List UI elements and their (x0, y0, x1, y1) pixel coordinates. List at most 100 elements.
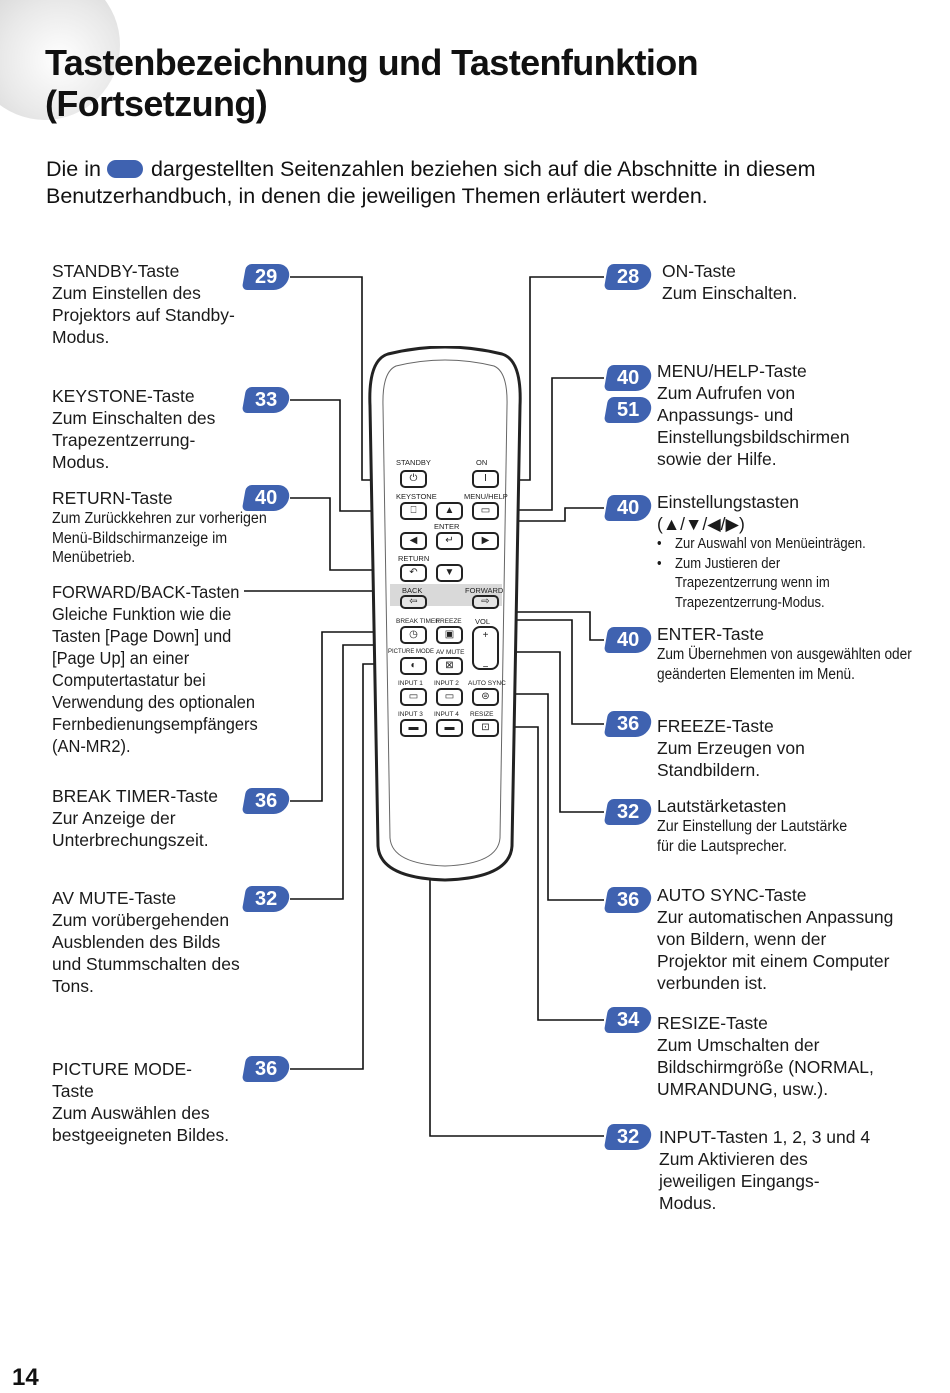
adjust-title: Einstellungstasten (657, 492, 800, 512)
line-resize (495, 726, 604, 1021)
picture-mode-key-icon[interactable]: ◐ (400, 657, 427, 675)
av-mute-callout: AV MUTE-Taste Zum vorübergehenden Ausble… (52, 887, 247, 997)
input-callout: INPUT-Tasten 1, 2, 3 und 4 Zum Aktiviere… (659, 1126, 909, 1214)
input4-key-icon[interactable]: ▬ (436, 719, 463, 737)
keystone-callout: KEYSTONE-Taste Zum Einschalten des Trape… (52, 385, 242, 473)
remote-label-standby: STANDBY (396, 458, 431, 467)
break-timer-desc: Zur Anzeige der Unterbrechungszeit. (52, 808, 209, 850)
remote-label-return: RETURN (398, 554, 430, 563)
line-volume (495, 651, 604, 813)
av-mute-desc: Zum vorübergehenden Ausblenden des Bilds… (52, 910, 240, 996)
menu-help-key-icon[interactable]: ▭ (472, 502, 499, 520)
right-arrow-key-icon[interactable]: ▶ (472, 532, 499, 550)
freeze-title: FREEZE-Taste (657, 716, 774, 736)
input1-key-icon[interactable]: ▭ (400, 688, 427, 706)
intro-after: dargestellten Seitenzahlen beziehen sich… (46, 157, 816, 208)
volume-title: Lautstärketasten (657, 796, 787, 816)
forward-back-desc: Gleiche Funktion wie die Tasten [Page Do… (52, 604, 258, 756)
remote-label-av-mute: AV MUTE (436, 649, 465, 656)
remote-label-input4: INPUT 4 (434, 711, 459, 718)
auto-sync-desc: Zur automatischen Anpassung von Bildern,… (657, 907, 894, 993)
standby-title: STANDBY-Taste (52, 261, 180, 281)
intro-before: Die in (46, 157, 101, 181)
remote-label-auto-sync: AUTO SYNC (468, 680, 506, 687)
forward-back-title: FORWARD/BACK-Tasten (52, 582, 240, 602)
picture-mode-title-2: Taste (52, 1081, 94, 1101)
remote-body (368, 346, 522, 882)
volume-desc: Zur Einstellung der Lautstärke für die L… (657, 818, 848, 855)
volume-key-icon[interactable]: +− (472, 626, 499, 673)
break-timer-key-icon[interactable]: ◷ (400, 626, 427, 644)
menu-help-title: MENU/HELP-Taste (657, 361, 807, 381)
break-timer-callout: BREAK TIMER-Taste Zur Anzeige der Unterb… (52, 785, 252, 851)
av-mute-title: AV MUTE-Taste (52, 888, 177, 908)
adjust-arrows: (▲/▼/◀/▶) (657, 514, 745, 534)
page-title: Tastenbezeichnung und Tastenfunktion (Fo… (45, 42, 699, 124)
remote-control-illustration: STANDBY ON ⏻ I KEYSTONE MENU/HELP ⎕ ▲ ▭ … (366, 346, 524, 883)
auto-sync-key-icon[interactable]: ⊜ (472, 688, 499, 706)
input-title: INPUT-Tasten 1, 2, 3 und 4 (659, 1127, 871, 1147)
adjust-callout: Einstellungstasten (▲/▼/◀/▶) Zur Auswahl… (657, 491, 917, 613)
left-arrow-key-icon[interactable]: ◀ (400, 532, 427, 550)
return-callout: RETURN-Taste Zum Zurückkehren zur vorher… (52, 487, 267, 568)
menu-help-callout: MENU/HELP-Taste Zum Aufrufen von Anpassu… (657, 360, 887, 470)
resize-key-icon[interactable]: ⊡ (472, 719, 499, 737)
remote-label-back: BACK (402, 586, 423, 595)
standby-callout: STANDBY-Taste Zum Einstellen des Projekt… (52, 260, 242, 348)
av-mute-key-icon[interactable]: ⊠ (436, 657, 463, 675)
input-desc: Zum Aktivieren des jeweiligen Eingangs-M… (659, 1149, 820, 1213)
return-desc: Zum Zurückkehren zur vorherigen Menü-Bil… (52, 510, 267, 566)
line-auto-sync (495, 693, 604, 901)
remote-label-enter: ENTER (434, 522, 460, 531)
remote-label-input1: INPUT 1 (398, 680, 423, 687)
keystone-desc: Zum Einschalten des Trapezentzerrung-Mod… (52, 408, 216, 472)
forward-back-callout: FORWARD/BACK-Tasten Gleiche Funktion wie… (52, 581, 270, 757)
remote-label-vol: VOL (475, 617, 491, 626)
remote-label-on: ON (476, 458, 488, 467)
forward-key-icon[interactable]: ⇨ (472, 595, 499, 609)
remote-label-break-timer: BREAK TIMER (396, 618, 440, 625)
on-key-icon[interactable]: I (472, 470, 499, 488)
freeze-callout: FREEZE-Taste Zum Erzeugen von Standbilde… (657, 715, 857, 781)
up-arrow-key-icon[interactable]: ▲ (436, 502, 463, 520)
remote-label-menu-help: MENU/HELP (464, 492, 508, 501)
remote-label-input2: INPUT 2 (434, 680, 459, 687)
resize-callout: RESIZE-Taste Zum Umschalten der Bildschi… (657, 1012, 907, 1100)
on-desc: Zum Einschalten. (662, 283, 798, 303)
standby-key-icon[interactable]: ⏻ (400, 470, 427, 488)
title-line-1: Tastenbezeichnung und Tastenfunktion (45, 42, 699, 83)
input3-key-icon[interactable]: ▬ (400, 719, 427, 737)
remote-label-picture-mode: PICTURE MODE (388, 649, 435, 655)
adjust-bullet-1: Zur Auswahl von Menüeinträgen. (657, 535, 900, 555)
keystone-key-icon[interactable]: ⎕ (400, 502, 427, 520)
standby-desc: Zum Einstellen des Projektors auf Standb… (52, 283, 235, 347)
line-break-timer (290, 631, 404, 802)
down-arrow-key-icon[interactable]: ▼ (436, 564, 463, 582)
page-ref-marker-icon (106, 160, 143, 178)
page-number: 14 (12, 1364, 39, 1391)
freeze-key-icon[interactable]: ▣ (436, 626, 463, 644)
keystone-title: KEYSTONE-Taste (52, 386, 195, 406)
back-key-icon[interactable]: ⇦ (400, 595, 427, 609)
input2-key-icon[interactable]: ▭ (436, 688, 463, 706)
return-title: RETURN-Taste (52, 488, 173, 508)
title-line-2: (Fortsetzung) (45, 83, 268, 124)
adjust-bullet-2: Zum Justieren der Trapezentzerrung wenn … (657, 555, 855, 614)
enter-desc: Zum Übernehmen von ausgewählten oder geä… (657, 646, 912, 683)
remote-label-input3: INPUT 3 (398, 711, 423, 718)
on-title: ON-Taste (662, 261, 736, 281)
enter-callout: ENTER-Taste Zum Übernehmen von ausgewähl… (657, 623, 927, 684)
enter-key-icon[interactable]: ↵ (436, 532, 463, 550)
resize-desc: Zum Umschalten der Bildschirmgröße (NORM… (657, 1035, 874, 1099)
auto-sync-title: AUTO SYNC-Taste (657, 885, 807, 905)
remote-label-freeze: FREEZE (436, 618, 462, 625)
remote-label-keystone: KEYSTONE (396, 492, 437, 501)
menu-help-desc: Zum Aufrufen von Anpassungs- und Einstel… (657, 383, 850, 469)
picture-mode-title-1: PICTURE MODE- (52, 1059, 192, 1079)
line-return (290, 497, 404, 571)
volume-callout: Lautstärketasten Zur Einstellung der Lau… (657, 795, 897, 856)
resize-title: RESIZE-Taste (657, 1013, 768, 1033)
remote-label-resize: RESIZE (470, 711, 494, 718)
intro-text: Die in dargestellten Seitenzahlen bezieh… (46, 156, 926, 210)
return-key-icon[interactable]: ↶ (400, 564, 427, 582)
